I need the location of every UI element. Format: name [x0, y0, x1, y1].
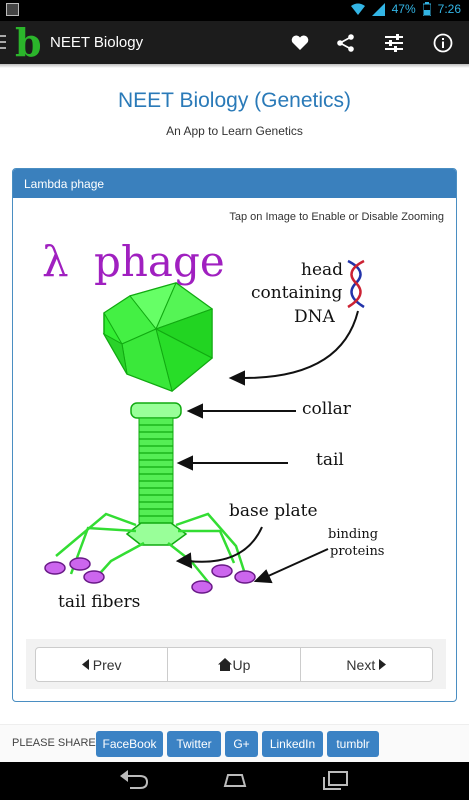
label-proteins: proteins: [330, 544, 384, 559]
system-nav-bar: [0, 762, 469, 800]
up-label: Up: [232, 656, 251, 673]
page-subtitle: An App to Learn Genetics: [166, 124, 303, 138]
prev-caret-icon: [81, 659, 89, 670]
next-button[interactable]: Next: [301, 648, 432, 681]
phage-head: [102, 282, 214, 392]
home-icon: [217, 658, 232, 671]
dna-helix-icon: [347, 259, 365, 309]
share-tumblr-button[interactable]: tumblr: [327, 731, 379, 757]
phage-base-plate: [125, 522, 188, 546]
share-linkedin-button[interactable]: LinkedIn: [262, 731, 323, 757]
status-bar: 47% 7:26: [0, 0, 469, 21]
appbar-shadow: [0, 64, 469, 68]
phage-tail: [138, 417, 174, 524]
up-button[interactable]: Up: [168, 648, 301, 681]
label-containing: containing: [251, 283, 342, 303]
signal-icon: [371, 2, 385, 16]
pager: Prev Up Next: [35, 647, 433, 682]
label-base-plate: base plate: [229, 501, 318, 521]
settings-sliders-icon[interactable]: [381, 30, 407, 56]
gallery-notification-icon: [6, 3, 19, 16]
prev-label: Prev: [92, 656, 122, 673]
info-icon[interactable]: [430, 30, 456, 56]
lambda-phage-diagram[interactable]: λ phage: [26, 231, 446, 636]
figure-title-symbol: λ: [42, 237, 69, 286]
battery-icon: [422, 2, 431, 16]
next-caret-icon: [379, 659, 387, 670]
label-binding: binding: [328, 527, 378, 542]
label-tail-fibers: tail fibers: [58, 592, 140, 612]
prev-button[interactable]: Prev: [36, 648, 169, 681]
recents-icon[interactable]: [320, 770, 350, 790]
label-arrows: [175, 310, 359, 584]
content-panel: Lambda phage Tap on Image to Enable or D…: [12, 168, 457, 702]
phage-collar: [130, 402, 182, 419]
label-dna: DNA: [294, 307, 336, 327]
drawer-indicator-icon[interactable]: [0, 35, 6, 51]
label-head: head: [301, 260, 343, 280]
home-nav-icon[interactable]: [219, 770, 251, 790]
share-googleplus-button[interactable]: G+: [225, 731, 258, 757]
panel-heading: Lambda phage: [13, 169, 456, 198]
share-icon[interactable]: [333, 30, 359, 56]
battery-percent: 47%: [391, 2, 416, 16]
favorite-icon[interactable]: [287, 30, 313, 56]
figure-title-word: phage: [94, 237, 225, 286]
wifi-icon: [350, 3, 365, 15]
app-logo[interactable]: b: [15, 20, 42, 65]
zoom-hint: Tap on Image to Enable or Disable Zoomin…: [229, 211, 444, 223]
clock: 7:26: [437, 2, 461, 16]
share-label: PLEASE SHARE:: [12, 737, 99, 749]
share-facebook-button[interactable]: FaceBook: [96, 731, 163, 757]
next-label: Next: [346, 656, 376, 673]
label-collar: collar: [302, 399, 352, 419]
app-title: NEET Biology: [50, 34, 144, 51]
app-bar: b NEET Biology: [0, 21, 469, 64]
binding-protein-tips: [44, 557, 256, 594]
label-tail: tail: [316, 450, 344, 470]
share-bar: PLEASE SHARE: FaceBook Twitter G+ Linked…: [0, 724, 469, 762]
page-title: NEET Biology (Genetics): [117, 89, 352, 112]
back-icon[interactable]: [118, 770, 150, 790]
share-twitter-button[interactable]: Twitter: [167, 731, 221, 757]
